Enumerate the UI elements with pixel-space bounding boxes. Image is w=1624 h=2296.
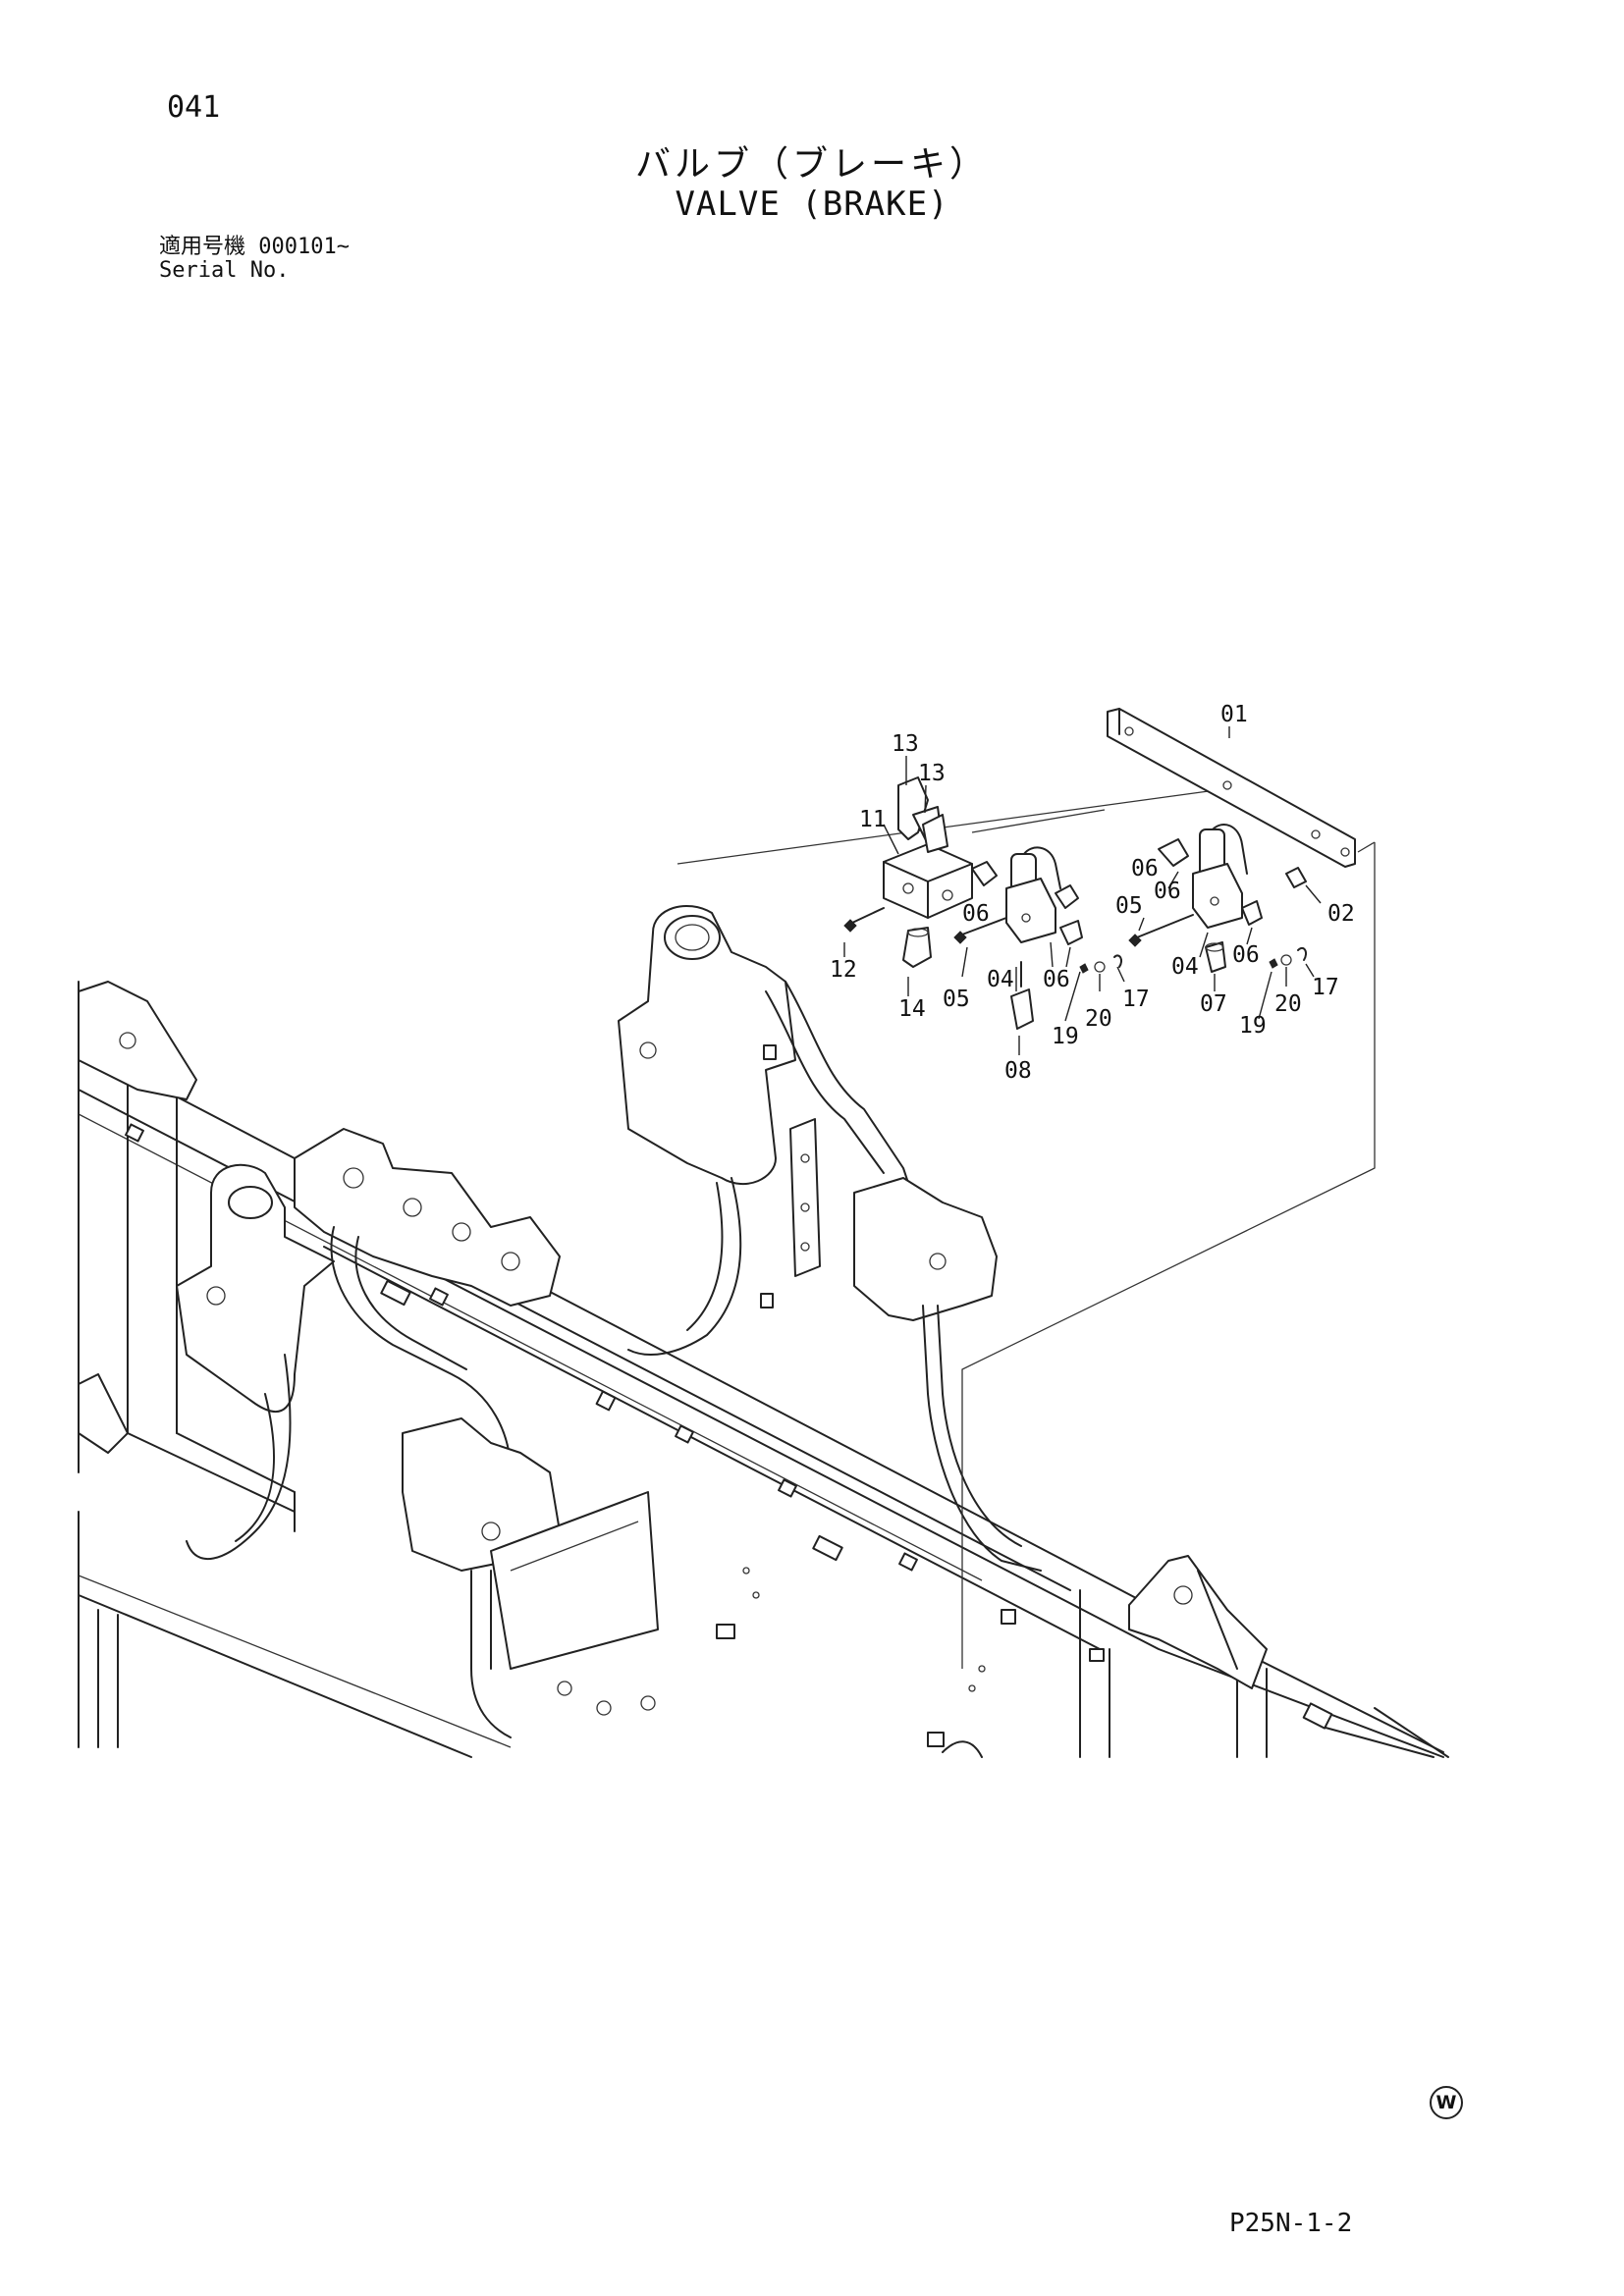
page-number: 041 xyxy=(167,90,221,125)
callout-02: 02 xyxy=(1327,901,1355,927)
installation-guide-lines xyxy=(677,786,1376,1669)
callout-06-d: 06 xyxy=(1232,942,1260,968)
callout-06-b: 06 xyxy=(1043,967,1070,992)
callout-05-right: 05 xyxy=(1115,893,1143,919)
callout-20-right: 20 xyxy=(1274,991,1302,1017)
callout-04-left: 04 xyxy=(987,967,1014,992)
callout-06-c: 06 xyxy=(1154,879,1181,904)
callout-17-right: 17 xyxy=(1312,975,1339,1000)
serial-value: 000101~ xyxy=(258,235,350,259)
callout-11: 11 xyxy=(859,807,887,832)
callout-labels: 01 02 04 04 05 05 06 06 06 06 06 07 08 1… xyxy=(830,702,1355,1084)
callout-17-left: 17 xyxy=(1122,987,1150,1012)
callout-13-right: 13 xyxy=(918,761,946,786)
callout-01: 01 xyxy=(1220,702,1248,727)
callout-07: 07 xyxy=(1200,991,1227,1017)
callout-06-a: 06 xyxy=(962,901,990,927)
page-code: P25N-1-2 xyxy=(1229,2209,1353,2238)
callout-14: 14 xyxy=(898,996,926,1022)
serial-info: 適用号機 000101~ Serial No. xyxy=(159,236,350,283)
callout-04-right: 04 xyxy=(1171,954,1199,980)
callout-19-right: 19 xyxy=(1239,1013,1267,1039)
callout-leaders xyxy=(843,726,1322,1055)
callout-05-left: 05 xyxy=(943,987,970,1012)
w-mark-icon: W xyxy=(1430,2086,1463,2119)
callout-08: 08 xyxy=(1004,1058,1032,1084)
page-title-english: VALVE (BRAKE) xyxy=(675,185,949,224)
callout-20-left: 20 xyxy=(1085,1006,1112,1032)
brake-valve-assembly xyxy=(843,708,1356,1030)
callout-06-e: 06 xyxy=(1131,856,1159,881)
callout-13-top: 13 xyxy=(892,731,919,757)
callout-12: 12 xyxy=(830,957,857,983)
page-title-japanese: バルブ（ブレーキ） xyxy=(634,144,989,185)
callout-19-left: 19 xyxy=(1052,1024,1079,1049)
serial-label-japanese: 適用号機 xyxy=(159,235,246,259)
serial-label-english: Serial No. xyxy=(159,258,290,283)
